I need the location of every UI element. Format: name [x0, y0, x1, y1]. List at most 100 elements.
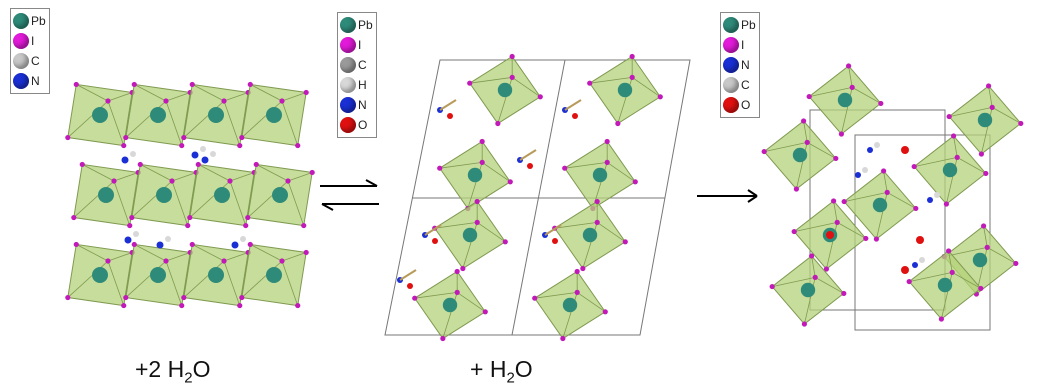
octahedron-edge: [576, 292, 606, 313]
oxygen-atom: [432, 238, 438, 244]
octahedron-edge: [67, 260, 109, 298]
iodine-atom: [303, 249, 309, 256]
octahedron-edge: [841, 87, 853, 135]
iodine-atom: [983, 170, 989, 177]
iodine-atom: [467, 80, 473, 86]
iodine-atom: [227, 178, 233, 184]
lead-atom: [272, 187, 288, 203]
iodine-atom: [295, 302, 301, 309]
legend-item: I: [340, 35, 373, 55]
iodine-atom: [479, 138, 485, 145]
iodine-atom: [121, 302, 127, 309]
iodine-atom: [437, 165, 443, 171]
carbon-atom: [165, 236, 171, 242]
oxygen-atom: [572, 113, 578, 119]
lead-atom: [462, 227, 478, 243]
octahedron-edge: [183, 260, 225, 298]
legend-label: I: [358, 38, 362, 52]
octahedron-edge: [946, 157, 958, 205]
lead-atom: [872, 197, 888, 213]
legend-item: N: [340, 95, 373, 115]
lead-atom: [208, 267, 224, 283]
iodine-atom: [769, 283, 775, 290]
organic-bond: [519, 149, 537, 161]
octahedron-edge: [198, 164, 231, 182]
iodine-atom: [195, 161, 201, 168]
octahedron-edge: [281, 92, 307, 102]
iodine-atom: [440, 335, 446, 342]
octahedron-edge: [113, 172, 139, 182]
octahedron-edge: [909, 272, 953, 282]
octahedron-edge: [250, 244, 283, 262]
iodine-atom: [509, 53, 515, 60]
octahedron-edge: [250, 84, 283, 102]
iodine-atom: [181, 134, 187, 141]
iodine-atom: [137, 161, 143, 168]
octahedron-edge: [887, 192, 917, 209]
iodine-atom: [562, 165, 568, 171]
iodine-atom: [237, 302, 243, 309]
legend-label: I: [31, 34, 35, 48]
legend-item: Pb: [340, 15, 373, 35]
iodine-atom: [537, 94, 543, 100]
iodine-atom: [105, 98, 111, 104]
octahedron-edge: [952, 272, 982, 289]
oxygen-atom: [901, 266, 909, 274]
oxygen-atom: [527, 163, 533, 169]
octahedron-edge: [606, 162, 636, 183]
octahedron-edge: [876, 192, 888, 240]
octahedron-edge: [941, 272, 953, 320]
octahedron-edge: [826, 222, 838, 270]
caption-one-water: + H2O: [470, 356, 533, 387]
iodine-atom: [841, 198, 847, 205]
octahedron-edge: [469, 77, 513, 84]
octahedron-edge: [171, 172, 197, 182]
octahedron-edge: [481, 162, 511, 183]
octahedron-edge: [107, 260, 125, 306]
iodine-atom: [279, 258, 285, 264]
octahedron-edge: [183, 100, 225, 138]
atom-ball-icon: [13, 13, 29, 29]
octahedron-edge: [439, 162, 483, 169]
octahedron-edge: [125, 260, 167, 298]
octahedron-edge: [833, 200, 838, 223]
iodine-atom: [309, 169, 315, 176]
octahedron-edge: [534, 292, 578, 299]
iodine-atom: [978, 151, 985, 157]
iodine-atom: [849, 84, 855, 90]
nitrogen-atom: [927, 197, 933, 203]
legend-label: Pb: [358, 18, 373, 32]
octahedron-edge: [589, 77, 633, 84]
atom-ball-icon: [340, 17, 356, 33]
atom-ball-icon: [723, 97, 739, 113]
octahedron-edge: [223, 260, 241, 306]
iodine-atom: [65, 294, 71, 301]
legend-item: N: [723, 55, 756, 75]
lead-atom: [266, 107, 282, 123]
octahedron-edge: [281, 100, 299, 146]
iodine-atom: [954, 154, 960, 160]
octahedron-edge: [914, 157, 958, 167]
unit-cell-frame: [384, 59, 691, 336]
lead-atom: [467, 167, 483, 183]
octahedron-edge: [764, 142, 808, 152]
octahedron-edge: [596, 222, 626, 243]
iodine-atom: [604, 159, 610, 165]
legend-label: C: [741, 78, 750, 92]
legend-label: N: [31, 74, 40, 88]
iodine-atom: [123, 134, 129, 141]
octahedron-edge: [837, 222, 867, 239]
iodine-atom: [808, 253, 815, 259]
iodine-atom: [938, 316, 945, 322]
iodine-atom: [574, 289, 580, 295]
lead-atom: [214, 187, 230, 203]
octahedron-edge: [883, 170, 888, 193]
iodine-atom: [911, 163, 917, 170]
octahedron-edge: [134, 84, 167, 102]
octahedron-edge: [192, 244, 225, 262]
legend-label: N: [741, 58, 750, 72]
iodine-atom: [978, 285, 984, 292]
atom-ball-icon: [340, 37, 356, 53]
iodine-atom: [295, 142, 301, 149]
